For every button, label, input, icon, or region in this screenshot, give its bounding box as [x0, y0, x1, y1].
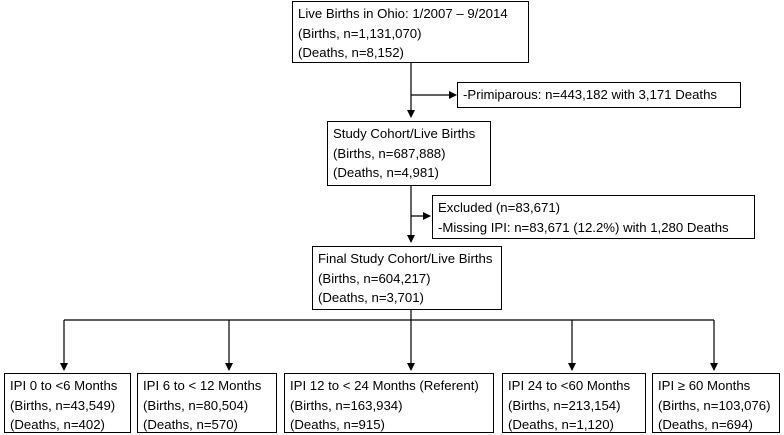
ipi-group-births: (Births, n=43,549): [10, 397, 116, 413]
ipi-group-deaths: (Deaths, n=1,120): [508, 417, 614, 432]
missing-ipi-text: -Missing IPI: n=83,671 (12.2%) with 1,28…: [438, 219, 729, 235]
primiparous-exclusion-box: -Primiparous: n=443,182 with 3,171 Death…: [457, 82, 741, 108]
final-cohort-deaths: (Deaths, n=3,701): [318, 290, 424, 305]
final-cohort-births: (Births, n=604,217): [318, 270, 431, 286]
final-cohort-title: Final Study Cohort/Live Births: [318, 251, 493, 266]
ipi-group-title: IPI 24 to <60 Months: [508, 378, 631, 393]
live-births-deaths: (Deaths, n=8,152): [298, 45, 404, 60]
live-births-title: Live Births in Ohio: 1/2007 – 9/2014: [298, 6, 508, 21]
study-cohort-title: Study Cohort/Live Births: [333, 126, 476, 141]
ipi-group-deaths: (Deaths, n=570): [143, 417, 238, 432]
ipi-group-deaths: (Deaths, n=915): [290, 417, 385, 432]
missing-ipi-exclusion-box: Excluded (n=83,671) -Missing IPI: n=83,6…: [432, 195, 755, 239]
ipi-group-box: IPI 0 to <6 Months (Births, n=43,549) (D…: [4, 373, 131, 433]
live-births-box: Live Births in Ohio: 1/2007 – 9/2014 (Bi…: [292, 1, 529, 63]
ipi-group-deaths: (Deaths, n=402): [10, 417, 105, 432]
ipi-group-births: (Births, n=213,154): [508, 397, 621, 413]
live-births-births: (Births, n=1,131,070): [298, 25, 422, 41]
ipi-group-births: (Births, n=80,504): [143, 397, 249, 413]
ipi-group-box: IPI 24 to <60 Months (Births, n=213,154)…: [502, 373, 646, 433]
study-cohort-box: Study Cohort/Live Births (Births, n=687,…: [327, 121, 491, 186]
ipi-group-box: IPI ≥ 60 Months (Births, n=103,076) (Dea…: [652, 373, 780, 433]
study-cohort-deaths: (Deaths, n=4,981): [333, 165, 439, 180]
excluded-count: Excluded (n=83,671): [438, 200, 561, 215]
study-cohort-births: (Births, n=687,888): [333, 145, 446, 161]
final-cohort-box: Final Study Cohort/Live Births (Births, …: [312, 246, 502, 310]
ipi-group-box: IPI 6 to < 12 Months (Births, n=80,504) …: [137, 373, 277, 433]
ipi-group-title: IPI 0 to <6 Months: [10, 378, 118, 393]
ipi-group-births: (Births, n=103,076): [658, 397, 771, 413]
primiparous-text: -Primiparous: n=443,182 with 3,171 Death…: [463, 87, 718, 102]
ipi-group-births: (Births, n=163,934): [290, 397, 403, 413]
ipi-group-title: IPI 6 to < 12 Months: [143, 378, 262, 393]
ipi-group-title: IPI 12 to < 24 Months (Referent): [290, 378, 479, 393]
ipi-group-title: IPI ≥ 60 Months: [658, 378, 751, 393]
ipi-group-deaths: (Deaths, n=694): [658, 417, 753, 432]
ipi-group-box-referent: IPI 12 to < 24 Months (Referent) (Births…: [284, 373, 494, 433]
